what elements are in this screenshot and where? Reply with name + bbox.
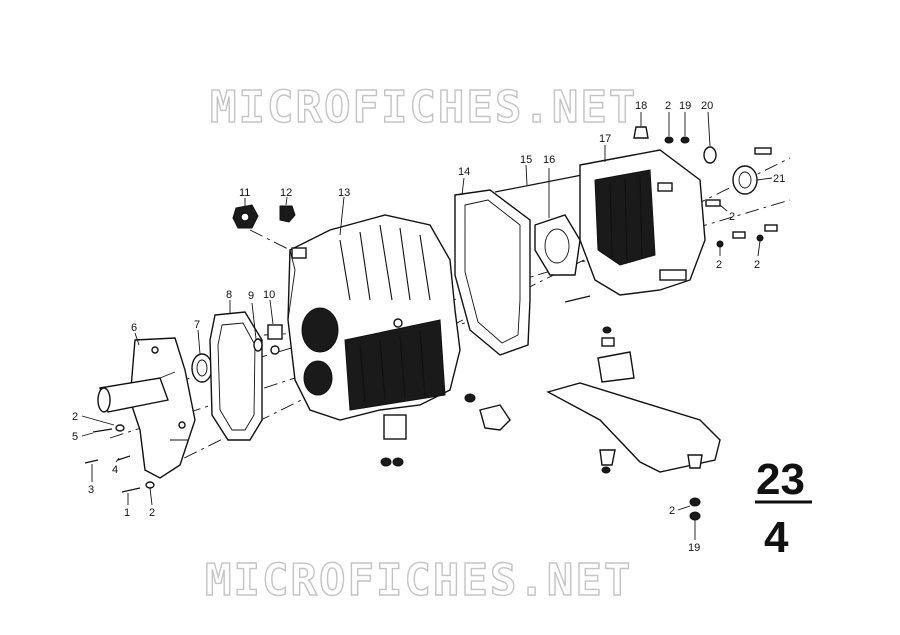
callout-4: 4	[112, 464, 118, 476]
gearbox-housing	[287, 214, 461, 421]
group-reference: 23 4	[755, 455, 812, 562]
callout-13: 13	[338, 187, 350, 199]
callout-7: 7	[194, 319, 200, 331]
callout-5: 5	[72, 431, 78, 443]
rear-small-parts	[633, 126, 778, 248]
gasket-middle	[454, 189, 531, 356]
callout-6: 6	[131, 322, 137, 334]
callout-19: 19	[688, 542, 700, 554]
watermark-bottom: MICROFICHES.NET	[205, 555, 632, 606]
callout-1: 1	[124, 507, 130, 519]
watermark-top: MICROFICHES.NET	[210, 82, 637, 133]
plug-and-seal	[232, 204, 296, 229]
callout-2: 2	[754, 259, 760, 271]
callout-2: 2	[669, 505, 675, 517]
callout-19: 19	[679, 100, 691, 112]
callout-2: 2	[149, 507, 155, 519]
callout-11: 11	[239, 187, 250, 199]
callout-16: 16	[543, 154, 555, 166]
callout-10: 10	[263, 289, 275, 301]
gasket-front	[209, 311, 263, 441]
callout-3: 3	[88, 484, 94, 496]
lower-small-parts	[380, 393, 511, 467]
leader-lines	[81, 111, 773, 540]
callout-12: 12	[280, 187, 292, 199]
callout-labels: 1 2 3 4 5 2 6 7 8 9 10 11 12 13 14 15 16…	[72, 100, 785, 554]
callout-15: 15	[520, 154, 532, 166]
callout-9: 9	[248, 290, 254, 302]
rear-housing	[579, 149, 706, 296]
callout-18: 18	[635, 100, 647, 112]
callout-21: 21	[773, 173, 785, 185]
group-number: 23	[756, 455, 805, 504]
crossmember	[546, 382, 721, 521]
extension-housing	[97, 337, 196, 479]
callout-17: 17	[599, 133, 611, 145]
callout-2: 2	[665, 100, 671, 112]
intermediate-plate	[534, 214, 581, 276]
bolts-left	[84, 424, 155, 493]
callout-2: 2	[72, 411, 78, 423]
studs	[494, 174, 591, 303]
seal-ring	[191, 353, 213, 383]
callout-20: 20	[701, 100, 713, 112]
callout-14: 14	[458, 166, 470, 178]
callout-2: 2	[716, 259, 722, 271]
callout-8: 8	[226, 289, 232, 301]
callout-2: 2	[729, 211, 735, 223]
sheet-number: 4	[764, 513, 789, 562]
